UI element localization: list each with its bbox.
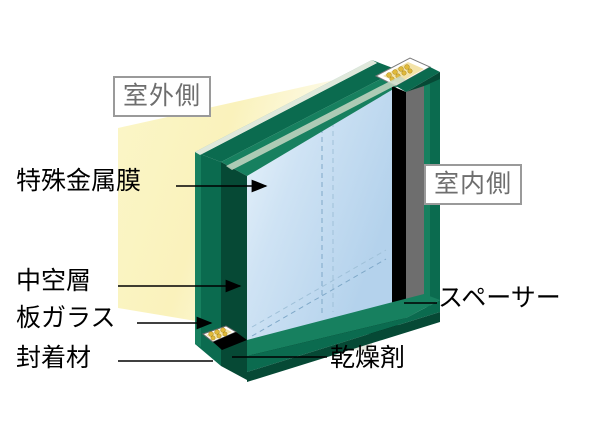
frame-top-cap xyxy=(396,67,440,92)
bottom-cutaway-assembly xyxy=(201,325,247,350)
sealant-wedge-bottom xyxy=(213,332,247,350)
frame-foot-top xyxy=(195,294,440,356)
callout-label-desiccant: 乾燥剤 xyxy=(330,343,406,372)
frame-left-stiles xyxy=(195,152,247,380)
frame-foot-shadow xyxy=(247,312,440,382)
callout-label-sealant: 封着材 xyxy=(16,343,92,372)
glass-edge-slivers xyxy=(195,60,406,170)
frame-top-outer-band xyxy=(195,60,398,162)
frame-stile-outer-highlight xyxy=(195,152,201,347)
spacer-band-right xyxy=(406,86,424,318)
callout-label-plate-glass: 板ガラス xyxy=(16,303,116,332)
cavity-guide-line-bottom xyxy=(251,258,387,337)
inner-glass-edge-sliver xyxy=(226,76,406,170)
sealant-band-right xyxy=(392,86,406,330)
indoor-side-label: 室内側 xyxy=(424,164,523,205)
frame-foot-front xyxy=(195,300,440,372)
leader-lines xyxy=(118,179,437,362)
outdoor-side-label: 室外側 xyxy=(113,76,212,117)
callout-label-spacer: スペーサー xyxy=(438,283,561,312)
callout-label-special-metal-film: 特殊金属膜 xyxy=(16,166,142,195)
callout-label-cavity: 中空層 xyxy=(16,266,92,295)
frame-stile-inner xyxy=(221,162,247,380)
outer-glass-edge-sliver xyxy=(195,60,377,155)
frame-bottom-edge xyxy=(195,294,440,382)
desiccant-beads-bottom xyxy=(208,327,228,341)
desiccant-beads-top xyxy=(386,64,413,82)
frame-stile-outer xyxy=(195,152,221,366)
cavity-guide-line-bottom-2 xyxy=(251,249,387,328)
